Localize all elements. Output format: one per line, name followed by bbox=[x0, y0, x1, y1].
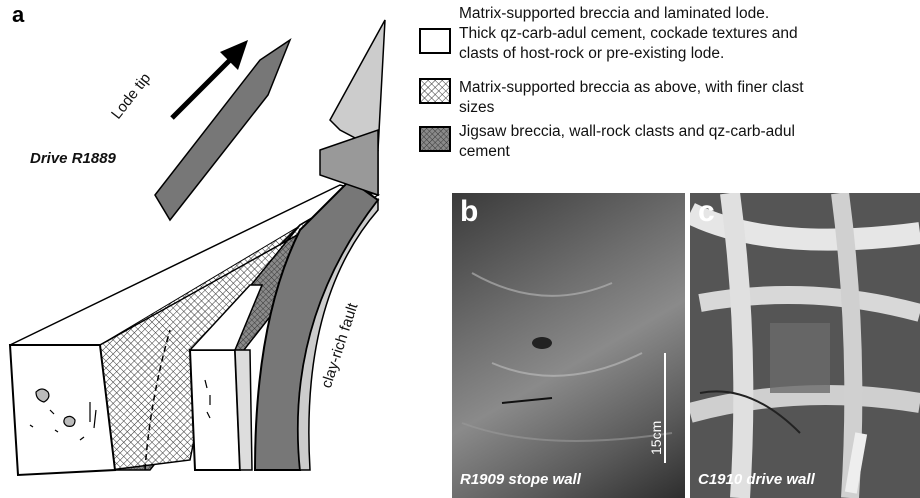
legend-swatch-fine-crosshatch bbox=[419, 78, 451, 104]
front-white-face bbox=[10, 345, 115, 475]
photo-c-label: c bbox=[698, 195, 715, 229]
legend-swatch-dark-crosshatch bbox=[419, 126, 451, 152]
legend-text-fine-crosshatch: Matrix-supported breccia as above, with … bbox=[459, 78, 919, 118]
legend-text-dark-crosshatch: Jigsaw breccia, wall-rock clasts and qz-… bbox=[459, 122, 919, 162]
legend-swatch-white bbox=[419, 28, 451, 54]
photo-b-caption: R1909 stope wall bbox=[460, 471, 581, 488]
scale-label: 15cm bbox=[648, 421, 664, 455]
photo-c-caption: C1910 drive wall bbox=[698, 471, 815, 488]
photo-b: b 15cm R1909 stope wall bbox=[452, 193, 685, 498]
drive-label: Drive R1889 bbox=[30, 150, 116, 167]
photo-b-label: b bbox=[460, 195, 478, 229]
legend-text-white: Matrix-supported breccia and laminated l… bbox=[459, 4, 919, 64]
photo-c: c C1910 drive wall bbox=[690, 193, 920, 498]
photo-c-texture bbox=[690, 193, 920, 498]
block-diagram bbox=[0, 0, 420, 498]
right-white-block bbox=[190, 350, 240, 470]
